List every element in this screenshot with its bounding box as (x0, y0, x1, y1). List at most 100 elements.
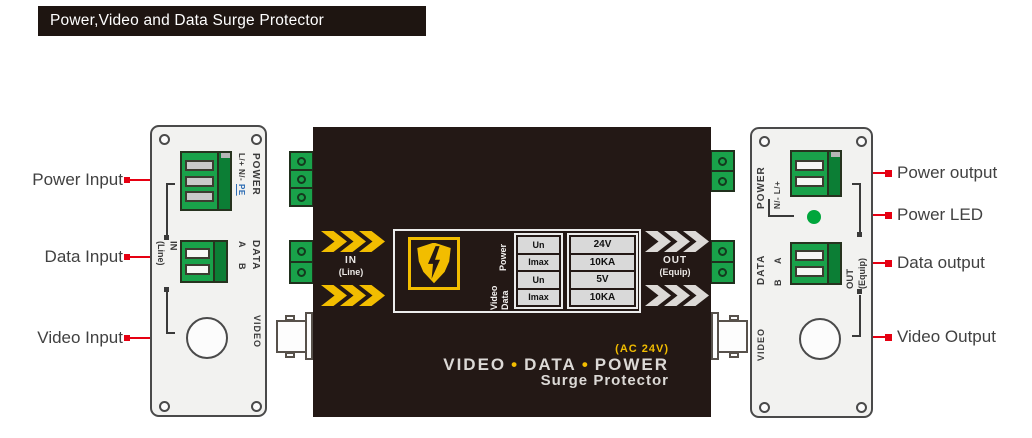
connector-hole (718, 176, 727, 186)
pin-label-pe: PE (237, 184, 246, 196)
power-pin-labels: L/+ N/-PE (237, 153, 246, 213)
terminal-screw (185, 159, 214, 171)
device-power-connector-left (289, 151, 314, 207)
screw-hole (856, 136, 867, 147)
callout-power-output: Power output (873, 163, 997, 183)
screw-hole (759, 136, 770, 147)
terminal-screw (185, 191, 214, 203)
surge-protector-device: IN (Line) OUT (Equip) Power Video Data U… (313, 127, 711, 417)
spec-param: Imax (518, 289, 559, 305)
spec-param: Un (518, 272, 559, 288)
spec-param: Imax (518, 254, 559, 270)
screw-hole (251, 401, 262, 412)
connector-cell (710, 150, 735, 172)
connector-hole (297, 268, 306, 277)
bracket-square (164, 235, 169, 240)
bracket-tick (166, 332, 175, 334)
bnc-tab (729, 352, 739, 358)
callout-label: Video Input (37, 328, 123, 347)
callout-data-input: Data Input (0, 247, 150, 267)
spec-value-column: 24V 10KA 5V 10KA (567, 233, 638, 309)
callout-marker (885, 333, 892, 341)
connector-hole (718, 247, 727, 256)
spec-group-video-data: Video Data (489, 285, 510, 310)
callout-line (130, 179, 150, 181)
data-pin-labels: AB (237, 241, 247, 284)
connector-cell (710, 240, 735, 263)
terminal-screw (185, 248, 210, 260)
connector-cell (289, 151, 314, 171)
out-arrows-icon (645, 285, 709, 306)
product-name-line1: VIDEO•DATA•POWER (413, 355, 669, 375)
connector-hole (297, 174, 306, 184)
callout-line (130, 256, 150, 258)
product-name-line2: Surge Protector (540, 372, 669, 389)
bracket-square (164, 287, 169, 292)
terminal-screws (182, 242, 213, 281)
terminal-screw (795, 159, 824, 171)
bnc-connector-left (276, 320, 307, 353)
connector-cell (710, 261, 735, 284)
brand-dot: • (581, 355, 590, 374)
bracket-label-equip: (Equip) (857, 258, 867, 289)
page-title: Power,Video and Data Surge Protector (38, 6, 426, 36)
pin-label-b: B (773, 279, 783, 286)
brand-word: POWER (594, 355, 669, 374)
terminal-screws (182, 153, 217, 209)
shield-lightning-icon (417, 242, 451, 284)
spec-panel: Power Video Data Un Imax Un Imax 24V 10K… (393, 229, 641, 313)
video-port-label: VIDEO (756, 327, 766, 361)
terminal-notch (831, 152, 840, 157)
connector-hole (297, 247, 306, 256)
terminal-notch (221, 153, 230, 158)
chevron-icon (645, 285, 671, 306)
bnc-connector-right (717, 320, 748, 353)
bracket-line (166, 292, 168, 332)
callout-video-input: Video Input (0, 328, 150, 348)
callout-data-output: Data output (873, 253, 985, 273)
screw-hole (159, 401, 170, 412)
connector-hole (297, 192, 306, 202)
bnc-base (711, 312, 719, 360)
callout-line (873, 336, 885, 338)
data-input-terminal (180, 240, 228, 283)
in-arrows-icon (321, 231, 385, 252)
callout-line (130, 337, 150, 339)
bracket-label-line: (Line) (156, 241, 166, 266)
terminal-screw (795, 265, 824, 277)
video-output-port (799, 318, 841, 360)
callout-marker (124, 254, 130, 260)
chevron-icon (321, 231, 347, 252)
spec-param: Un (518, 237, 559, 253)
in-label: IN (345, 255, 357, 266)
spec-value: 10KA (571, 254, 634, 270)
bracket-square (857, 289, 862, 294)
power-pin-labels: N/- L/+ (773, 180, 782, 209)
callout-marker (885, 169, 892, 177)
bracket-line (166, 183, 168, 235)
bracket-label-in: IN (167, 241, 179, 251)
connector-cell (289, 169, 314, 189)
spec-value: 24V (571, 237, 634, 253)
terminal-strip (213, 242, 226, 281)
device-data-connector-left (289, 240, 314, 284)
data-output-terminal (790, 242, 842, 285)
terminal-screws (792, 152, 827, 195)
terminal-screw (185, 175, 214, 187)
bracket-line (859, 295, 861, 335)
bnc-base (305, 312, 313, 360)
callout-marker (124, 177, 130, 183)
bracket-square (857, 232, 862, 237)
power-led (807, 210, 821, 224)
out-arrows-icon (645, 231, 709, 252)
device-data-connector-right (710, 240, 735, 284)
power-output-terminal (790, 150, 842, 197)
spec-value: 5V (571, 272, 634, 288)
in-sub-label: (Line) (338, 267, 364, 277)
callout-label: Video Output (897, 327, 996, 346)
terminal-strip (217, 153, 230, 209)
screw-hole (159, 134, 170, 145)
left-panel: L/+ N/-PE POWER AB DATA VIDEO IN (Line) (150, 125, 267, 417)
pin-label-a: A (237, 241, 247, 248)
